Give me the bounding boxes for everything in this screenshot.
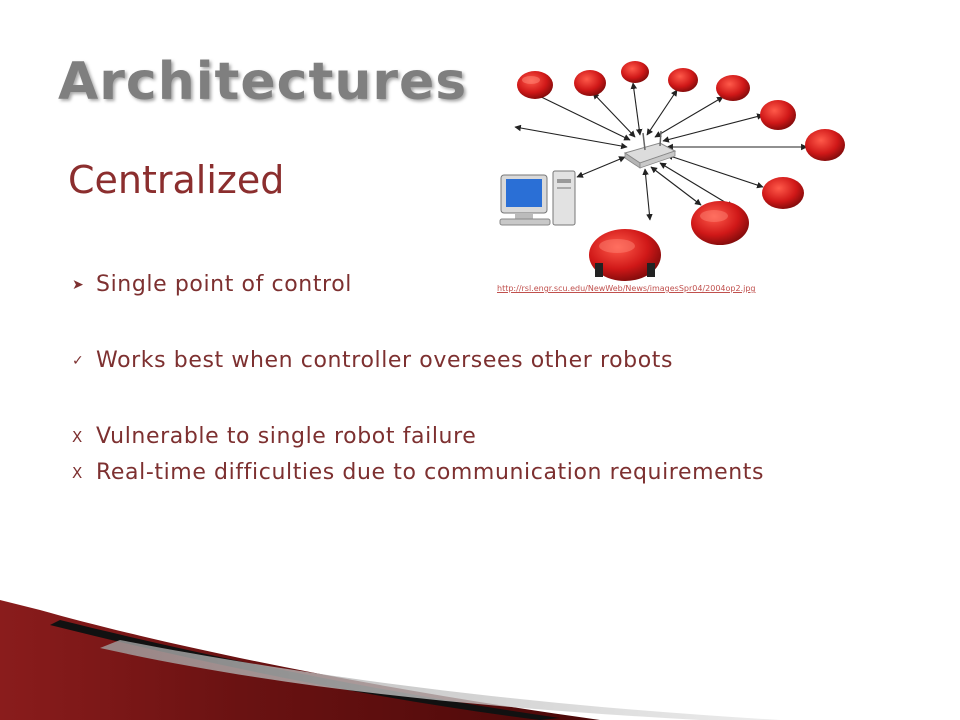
bullet-text: Single point of control xyxy=(96,272,352,297)
bullet-realtime: X Real-time difficulties due to communic… xyxy=(72,460,764,485)
robot-icon xyxy=(517,61,845,281)
bullet-vulnerable: X Vulnerable to single robot failure xyxy=(72,424,476,449)
bullet-single-point: ➤ Single point of control xyxy=(72,272,352,297)
computer-icon xyxy=(499,170,576,226)
decorative-swoosh xyxy=(0,600,780,720)
bullet-text: Real-time difficulties due to communicat… xyxy=(96,460,765,485)
arrow-bullet-icon: ➤ xyxy=(72,276,84,293)
bullet-text: Works best when controller oversees othe… xyxy=(96,348,674,373)
x-bullet-icon: X xyxy=(72,463,83,482)
slide-title: Architectures xyxy=(58,52,468,112)
router-icon xyxy=(623,130,677,169)
slide-subtitle: Centralized xyxy=(68,158,285,202)
network-illustration xyxy=(499,61,845,281)
check-bullet-icon: ✓ xyxy=(72,352,84,369)
connection-arrows xyxy=(514,82,808,221)
x-bullet-icon: X xyxy=(72,427,83,446)
image-credit-link[interactable]: http://rsl.engr.scu.edu/NewWeb/News/imag… xyxy=(497,284,756,293)
bullet-text: Vulnerable to single robot failure xyxy=(96,424,477,449)
bullet-works-best: ✓ Works best when controller oversees ot… xyxy=(72,348,673,373)
